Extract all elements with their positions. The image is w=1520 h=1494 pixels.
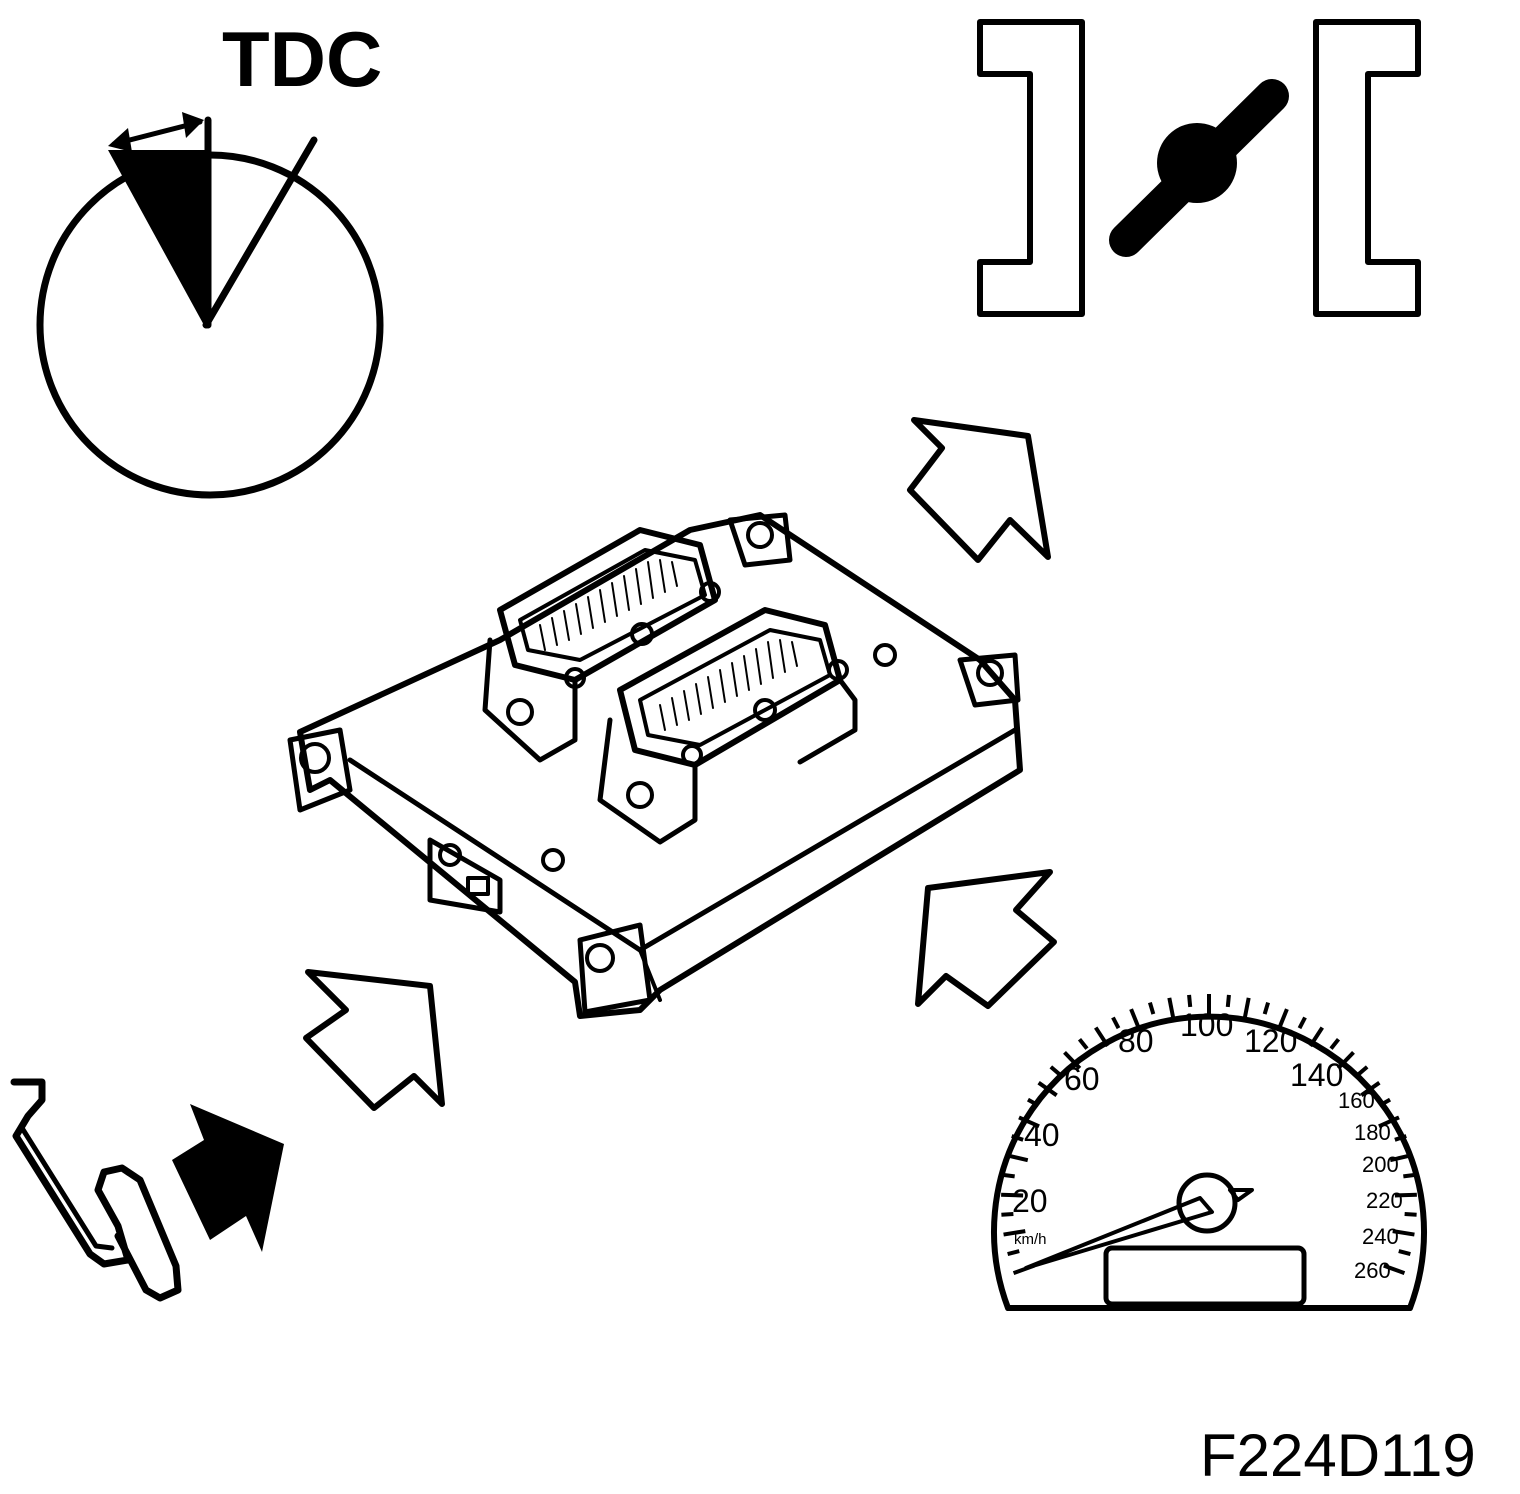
- speed-label-140: 140: [1290, 1057, 1343, 1093]
- speed-label-20: 20: [1012, 1183, 1048, 1219]
- speedometer-tick: [1308, 1026, 1324, 1048]
- speedometer-tick: [1063, 1050, 1082, 1070]
- speedometer-tick: [1336, 1050, 1355, 1070]
- speedometer-tick: [1403, 1172, 1416, 1179]
- engine-control-module-icon: [287, 512, 1023, 1019]
- speed-label-240: 240: [1362, 1224, 1399, 1249]
- speed-label-200: 200: [1362, 1152, 1399, 1177]
- speedometer-tick: [1167, 997, 1176, 1020]
- speedometer-tick: [1297, 1016, 1307, 1030]
- speedometer-tick: [1077, 1037, 1089, 1050]
- speedometer-tick: [1187, 994, 1193, 1008]
- speedometer-tick: [1148, 1001, 1156, 1015]
- speed-label-220: 220: [1366, 1188, 1403, 1213]
- speedometer-tick: [1262, 1001, 1270, 1015]
- speedometer-tick: [1242, 997, 1251, 1020]
- speedometer-tick: [1378, 1097, 1392, 1108]
- speedometer-tick: [1360, 1081, 1381, 1097]
- speed-label-40: 40: [1024, 1117, 1060, 1153]
- speedometer-tick: [1389, 1153, 1413, 1163]
- speedometer-tick: [1001, 1192, 1024, 1198]
- speedometer-tick: [1111, 1016, 1121, 1030]
- speedometer-tick: [1049, 1065, 1062, 1077]
- tdc-label: TDC: [222, 15, 382, 103]
- speedometer-tick: [1005, 1153, 1029, 1163]
- speedometer-tick: [1225, 994, 1231, 1008]
- speedometer-icon: 20 40 60 80 100 120 140 160 180 200 220 …: [991, 994, 1427, 1311]
- speedometer-scale-small: 160 180 200 220 240 260: [1338, 1088, 1403, 1283]
- speedometer-tick: [1026, 1097, 1040, 1108]
- speedometer-tick: [1356, 1065, 1369, 1077]
- speedometer-tick: [1394, 1134, 1407, 1142]
- speedometer-tick: [1094, 1026, 1110, 1048]
- speedometer-tick: [1404, 1211, 1417, 1217]
- speedometer-tick: [1007, 1249, 1020, 1257]
- speed-label-100: 100: [1180, 1007, 1233, 1043]
- speedometer-tick: [1329, 1037, 1341, 1050]
- crank-angle-tdc-icon: TDC: [36, 15, 384, 499]
- speedometer-tick: [1129, 1008, 1142, 1031]
- speed-label-60: 60: [1064, 1061, 1100, 1097]
- throttle-valve-icon: [977, 19, 1421, 317]
- speed-label-80: 80: [1118, 1023, 1154, 1059]
- speedometer-tick: [1398, 1249, 1411, 1257]
- connector-1-pins: [539, 559, 678, 651]
- speedometer-tick: [1378, 1115, 1400, 1129]
- speedometer-tick: [1383, 1263, 1406, 1276]
- speedometer-tick: [1003, 1229, 1026, 1237]
- speedometer-tick: [1394, 1192, 1417, 1198]
- speed-label-180: 180: [1354, 1120, 1391, 1145]
- speedometer-scale-large: 20 40 60 80 100 120 140: [1012, 1007, 1343, 1219]
- speed-label-120: 120: [1244, 1023, 1297, 1059]
- speedometer-tick: [1018, 1115, 1040, 1129]
- input-arrow-icon: [303, 417, 1057, 1111]
- speedometer-ticks: [1001, 994, 1417, 1276]
- figure-code: F224D119: [1200, 1422, 1476, 1489]
- speed-label-160: 160: [1338, 1088, 1375, 1113]
- connector-2-pins: [659, 639, 798, 731]
- speedometer-tick: [1037, 1081, 1058, 1097]
- speed-label-260: 260: [1354, 1258, 1391, 1283]
- accelerator-pedal-icon: [10, 1078, 284, 1302]
- speedometer-tick: [1001, 1211, 1014, 1217]
- speedometer-tick: [1011, 1134, 1024, 1142]
- speedometer-tick: [1392, 1229, 1415, 1237]
- speedometer-tick: [1002, 1172, 1015, 1179]
- speedometer-tick: [1276, 1008, 1289, 1031]
- speed-unit: km/h: [1014, 1231, 1047, 1248]
